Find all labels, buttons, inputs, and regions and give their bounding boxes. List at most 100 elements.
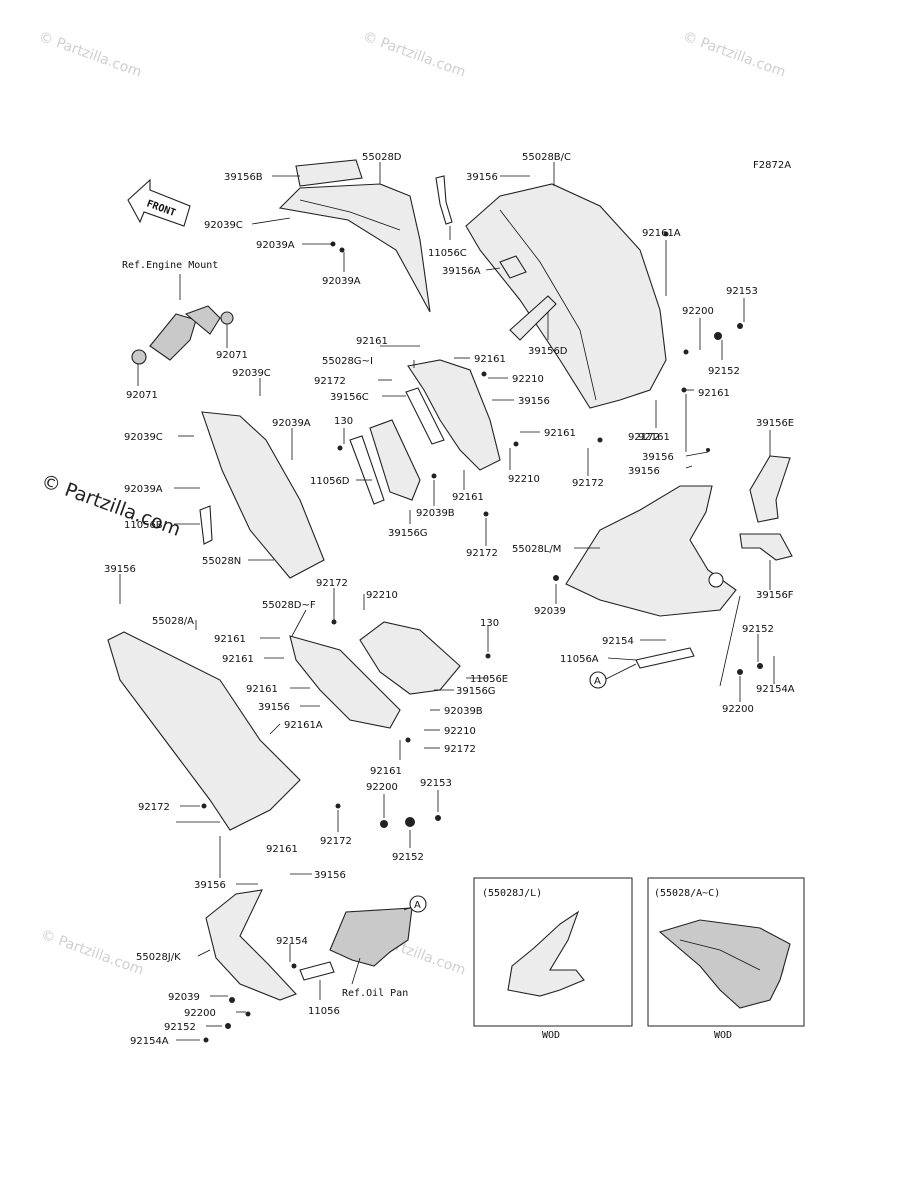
part-label: 39156 bbox=[314, 870, 346, 881]
part-label: 92071 bbox=[126, 390, 158, 401]
part-label: 92210 bbox=[366, 590, 398, 601]
callout-a-upper: A bbox=[589, 671, 607, 689]
part-label: 39156F bbox=[756, 590, 794, 601]
part-label: 92152 bbox=[742, 624, 774, 635]
watermark-text: © Partzilla.com bbox=[39, 927, 146, 979]
part-label: 92172 bbox=[314, 376, 346, 387]
inset-55028jl: (55028J/L) WOD bbox=[473, 877, 633, 1041]
part-label: 55028G~I bbox=[322, 356, 373, 367]
part-shapes bbox=[107, 159, 793, 1043]
part-label: 92039B bbox=[416, 508, 455, 519]
part-label: 92153 bbox=[726, 286, 758, 297]
part-label: 92071 bbox=[216, 350, 248, 361]
part-label: 92172 bbox=[138, 802, 170, 813]
part-label: 92161 bbox=[370, 766, 402, 777]
part-label: 92161 bbox=[246, 684, 278, 695]
part-label: 92039A bbox=[256, 240, 295, 251]
part-label: 92152 bbox=[164, 1022, 196, 1033]
part-label: 92161 bbox=[356, 336, 388, 347]
part-label: 11056C bbox=[428, 248, 467, 259]
front-arrow-icon: FRONT bbox=[127, 178, 191, 227]
part-label: 39156 bbox=[518, 396, 550, 407]
part-label: 130 bbox=[334, 416, 353, 427]
callout-a-lower: A bbox=[409, 895, 427, 913]
part-label: 92200 bbox=[682, 306, 714, 317]
part-label: 92172 bbox=[320, 836, 352, 847]
part-label: 92172 bbox=[572, 478, 604, 489]
part-label: 39156 bbox=[258, 702, 290, 713]
part-label: 39156 bbox=[628, 466, 660, 477]
part-label: 92039A bbox=[322, 276, 361, 287]
part-label: 92210 bbox=[512, 374, 544, 385]
part-label: 92154 bbox=[602, 636, 634, 647]
part-label: 39156E bbox=[756, 418, 794, 429]
part-label: 92039C bbox=[232, 368, 271, 379]
part-label: 92039A bbox=[124, 484, 163, 495]
part-label: 92153 bbox=[420, 778, 452, 789]
part-label: 92172 bbox=[466, 548, 498, 559]
part-label: 92152 bbox=[708, 366, 740, 377]
part-label: 92161A bbox=[284, 720, 323, 731]
part-label: 55028B/C bbox=[522, 152, 571, 163]
part-label: 92161 bbox=[474, 354, 506, 365]
part-label: 92039C bbox=[124, 432, 163, 443]
part-label: 92200 bbox=[366, 782, 398, 793]
part-label: 92039 bbox=[168, 992, 200, 1003]
callout-a-label: A bbox=[594, 676, 601, 687]
part-label: 39156G bbox=[388, 528, 428, 539]
figure-code: F2872A bbox=[753, 160, 791, 171]
part-labels: 39156B 55028D 92039C 92039A 92039A 11056… bbox=[104, 152, 795, 1047]
callout-a-label: A bbox=[414, 900, 421, 911]
part-label: 92152 bbox=[392, 852, 424, 863]
part-label: 55028D~F bbox=[262, 600, 316, 611]
part-label: 11056A bbox=[560, 654, 599, 665]
part-label: 92154 bbox=[276, 936, 308, 947]
part-label: 39156 bbox=[466, 172, 498, 183]
part-label: 55028J/K bbox=[136, 952, 181, 963]
part-label: 55028D bbox=[362, 152, 402, 163]
part-label: 92161 bbox=[266, 844, 298, 855]
part-label: 92210 bbox=[444, 726, 476, 737]
part-label: 92161 bbox=[222, 654, 254, 665]
part-label: 55028L/M bbox=[512, 544, 561, 555]
part-label: 92039 bbox=[534, 606, 566, 617]
part-label: 92172 bbox=[444, 744, 476, 755]
watermark-text: © Partzilla.com bbox=[361, 29, 468, 81]
part-label: 92161 bbox=[214, 634, 246, 645]
inset-title: (55028J/L) bbox=[482, 888, 542, 899]
part-label: 11056B bbox=[124, 520, 163, 531]
part-label: 92161 bbox=[544, 428, 576, 439]
part-label: 92039A bbox=[272, 418, 311, 429]
part-label: 39156C bbox=[330, 392, 369, 403]
part-label: 39156D bbox=[528, 346, 568, 357]
part-label: 11056D bbox=[310, 476, 350, 487]
part-label: 92210 bbox=[508, 474, 540, 485]
part-label: 55028/A bbox=[152, 616, 194, 627]
leader-lines bbox=[119, 162, 775, 1041]
part-label: 11056E bbox=[470, 674, 508, 685]
ref-engine-mount: Ref.Engine Mount bbox=[122, 260, 218, 271]
watermark-text: © Partzilla.com bbox=[37, 29, 144, 81]
inset-55028ac: (55028/A~C) WOD bbox=[647, 877, 805, 1041]
part-label: 39156 bbox=[642, 452, 674, 463]
part-label: 92161 bbox=[698, 388, 730, 399]
part-label: 39156 bbox=[194, 880, 226, 891]
part-label: 92172 bbox=[316, 578, 348, 589]
watermark-text: © Partzilla.com bbox=[681, 29, 788, 81]
inset-note: WOD bbox=[714, 1030, 732, 1041]
inset-title: (55028/A~C) bbox=[654, 888, 720, 899]
part-label: 130 bbox=[480, 618, 499, 629]
part-label: 39156A bbox=[442, 266, 481, 277]
part-label: 39156 bbox=[104, 564, 136, 575]
part-label: 92154A bbox=[756, 684, 795, 695]
part-label: 92039C bbox=[204, 220, 243, 231]
part-label: 92161A bbox=[642, 228, 681, 239]
part-label: 92200 bbox=[184, 1008, 216, 1019]
part-label: 92161 bbox=[638, 432, 670, 443]
part-label: 39156B bbox=[224, 172, 263, 183]
part-label: 11056 bbox=[308, 1006, 340, 1017]
part-label: 55028N bbox=[202, 556, 241, 567]
part-label: 92200 bbox=[722, 704, 754, 715]
inset-note: WOD bbox=[542, 1030, 560, 1041]
